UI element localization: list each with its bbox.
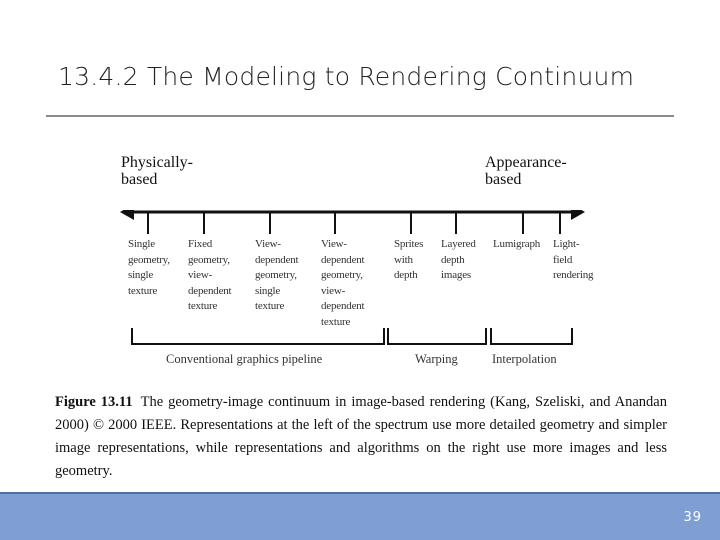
item-label: Layered depth images	[441, 237, 476, 284]
category-label-interpolation: Interpolation	[492, 352, 557, 366]
right-end-label-line: based	[485, 171, 522, 188]
bracket-interpolation	[490, 328, 573, 345]
item-label-line: geometry,	[188, 253, 230, 266]
item-label: View- dependent geometry, view- dependen…	[321, 237, 365, 330]
page-number: 39	[683, 510, 702, 525]
item-label-line: view-	[321, 284, 346, 297]
item-label-line: images	[441, 269, 471, 281]
item-label-line: texture	[255, 300, 285, 312]
item-label: View- dependent geometry, single texture	[255, 237, 299, 315]
item-label-line: dependent	[188, 284, 232, 297]
item-label-line: depth	[394, 269, 418, 281]
item-label-line: geometry,	[128, 253, 170, 266]
axis-arrow-left	[120, 210, 134, 220]
item-label-line: geometry,	[255, 269, 297, 281]
category-label-warping: Warping	[415, 352, 458, 366]
item-label-line: texture	[128, 284, 158, 297]
axis-arrow-right	[571, 210, 585, 220]
bracket-warping	[387, 328, 487, 345]
category-label-conventional: Conventional graphics pipeline	[166, 352, 323, 366]
item-label-line: dependent	[255, 253, 299, 266]
footer-bar: 39	[0, 494, 720, 540]
item-label-line: texture	[321, 315, 351, 328]
footer-divider	[0, 492, 720, 494]
item-label: Sprites with depth	[394, 237, 423, 284]
item-label-line: with	[394, 253, 413, 266]
left-end-label: Physically- based	[121, 154, 193, 188]
item-label-line: View-	[255, 238, 281, 250]
right-end-label-line: Appearance-	[485, 154, 567, 171]
item-label-line: View-	[321, 238, 347, 250]
item-label-line: Fixed	[188, 238, 213, 250]
item-label-line: Sprites	[394, 238, 424, 250]
item-label-line: geometry,	[321, 269, 363, 281]
slide-title: 13.4.2 The Modeling to Rendering Continu…	[58, 62, 635, 91]
item-label-line: single	[255, 284, 281, 297]
caption-text: The geometry-image continuum in image-ba…	[55, 394, 667, 479]
item-label-line: dependent	[321, 253, 365, 266]
category-brackets	[131, 328, 573, 345]
item-label-line: single	[128, 269, 154, 281]
left-end-label-line: Physically-	[121, 154, 193, 171]
right-end-label: Appearance- based	[485, 154, 567, 188]
left-end-label-line: based	[121, 171, 158, 188]
item-label-line: rendering	[553, 269, 594, 281]
item-label-line: Single	[128, 238, 155, 250]
item-label: Light- field rendering	[553, 237, 594, 284]
item-label-line: dependent	[321, 300, 365, 312]
item-label-line: Layered	[441, 238, 476, 250]
caption-label: Figure 13.11	[55, 394, 133, 410]
item-label-line: depth	[441, 253, 465, 266]
continuum-axis	[120, 210, 585, 234]
item-label-line: texture	[188, 300, 218, 312]
item-label: Single geometry, single texture	[128, 237, 170, 299]
bracket-conventional	[131, 328, 385, 345]
item-label-line: Light-	[553, 238, 580, 250]
title-divider	[46, 115, 674, 117]
item-label: Fixed geometry, view- dependent texture	[188, 237, 232, 315]
item-label-line: field	[553, 253, 573, 266]
item-label-line: view-	[188, 269, 213, 281]
item-label: Lumigraph	[493, 237, 540, 253]
item-label-line: Lumigraph	[493, 238, 541, 250]
